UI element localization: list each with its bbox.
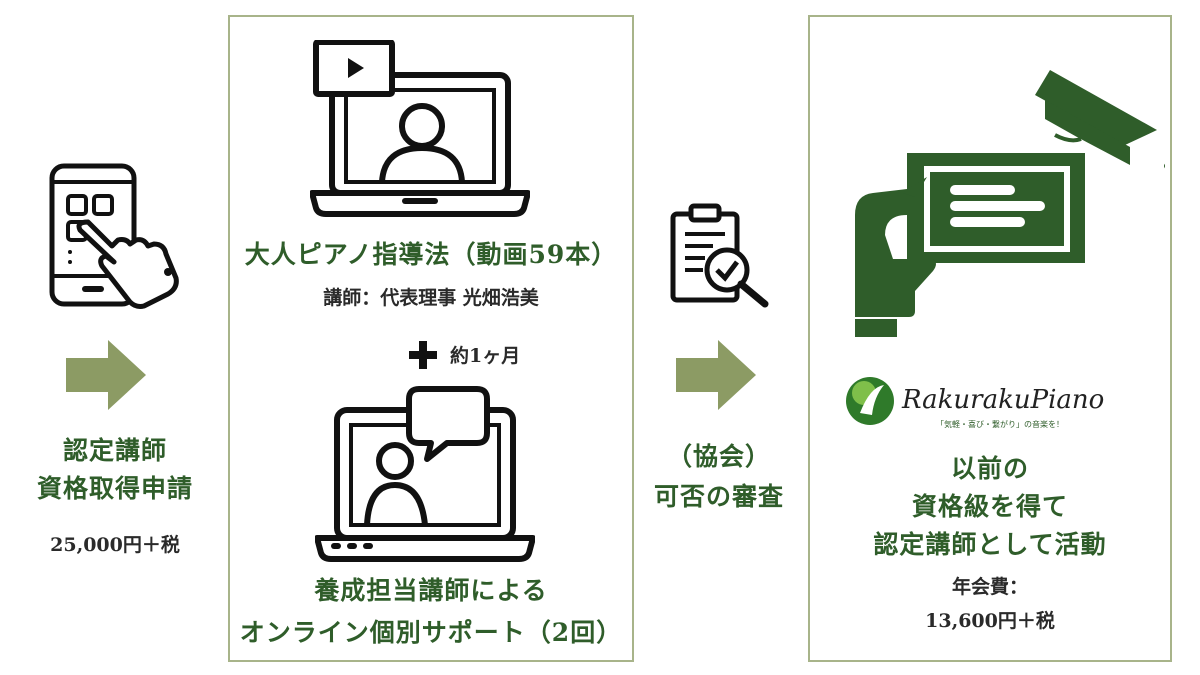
duration-label: 約1ヶ月 [450, 345, 521, 367]
step1-title-line1: 認定講師 [62, 436, 167, 465]
annual-fee-value: 13,600円＋税 [925, 610, 1055, 632]
logo-tagline: 「気軽・喜び・繋がり」の音楽を！ [936, 420, 1064, 429]
smartphone-tap-icon [40, 160, 200, 310]
step4-line3: 認定講師として活動 [873, 530, 1107, 559]
video-course-title: 大人ピアノ指導法（動画59本） [244, 240, 618, 269]
step4-box [808, 15, 1172, 662]
plus-icon [408, 340, 438, 370]
step3-text: （協会） 可否の審査 [640, 437, 798, 517]
step1-fee: 25,000円＋税 [50, 534, 180, 556]
step3-line2: 可否の審査 [653, 482, 784, 511]
step3-line1: （協会） [666, 442, 771, 471]
step2-box [228, 15, 634, 662]
video-laptop-icon [310, 40, 530, 220]
arrow-right-icon-2 [676, 340, 756, 410]
step4-text: 以前の 資格級を得て 認定講師として活動 [808, 450, 1172, 564]
step1-title-line2: 資格取得申請 [36, 474, 193, 503]
online-support-text: 養成担当講師による オンライン個別サポート（2回） [228, 570, 634, 654]
step4-line1: 以前の [950, 454, 1029, 483]
logo-text: RakurakuPiano [902, 385, 1105, 415]
rakurakupiano-logo: RakurakuPiano 「気軽・喜び・繋がり」の音楽を！ [844, 375, 1164, 435]
annual-fee-label: 年会費： [951, 576, 1028, 598]
step4-line2: 資格級を得て [911, 492, 1068, 521]
support-line1: 養成担当講師による [314, 576, 548, 605]
arrow-right-icon [66, 340, 146, 410]
support-line2: オンライン個別サポート（2回） [239, 618, 623, 647]
clipboard-review-icon [665, 200, 775, 310]
instructor-label: 講師：代表理事 光畑浩美 [323, 287, 539, 309]
online-support-laptop-icon [315, 385, 535, 565]
step1-title: 認定講師 資格取得申請 [20, 432, 210, 508]
certificate-graduation-icon [845, 65, 1165, 345]
